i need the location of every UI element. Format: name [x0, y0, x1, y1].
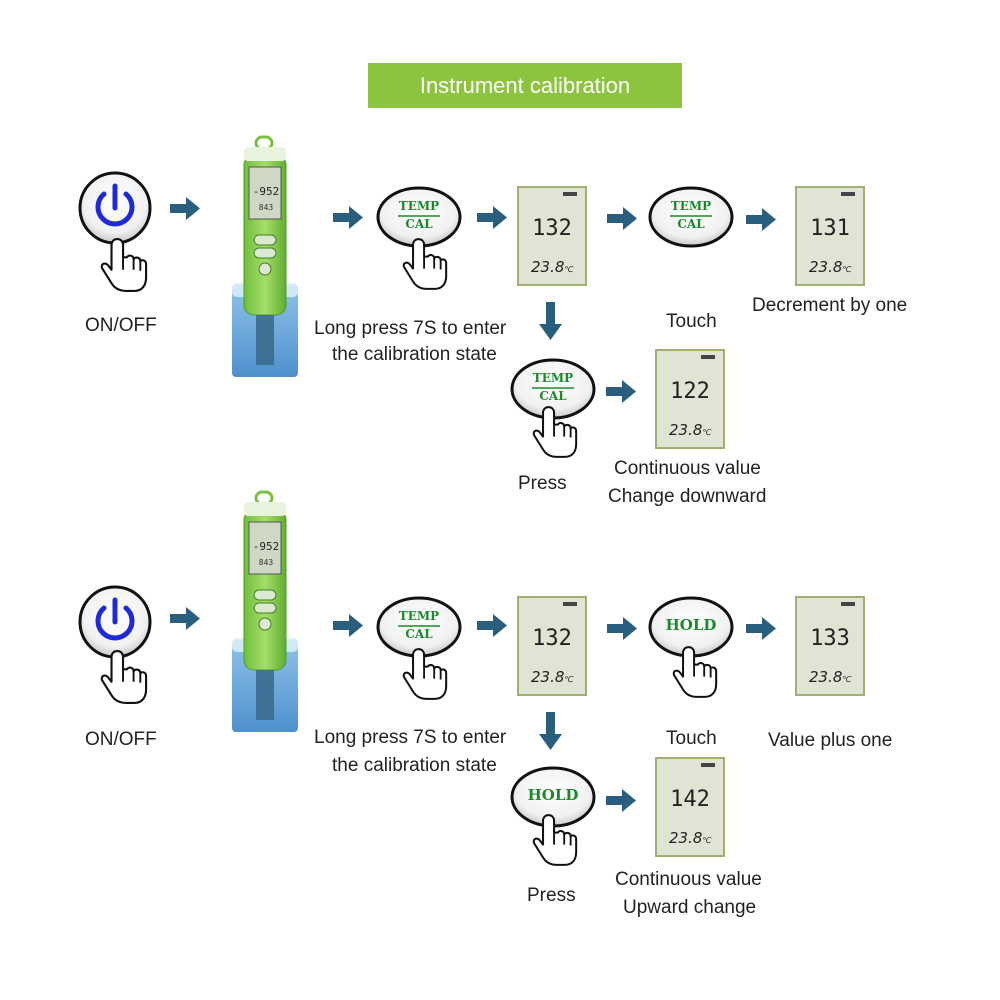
lcd-display: 132 23.8℃	[517, 186, 587, 286]
power-icon	[95, 597, 135, 641]
arrow-right-icon	[477, 206, 507, 229]
continuous-value-label: Continuous value	[614, 458, 761, 479]
arrow-right-icon	[607, 617, 637, 640]
lcd-value: 132	[532, 626, 572, 651]
pointing-hand-icon	[532, 406, 578, 458]
power-button	[77, 170, 153, 246]
arrow-right-icon	[333, 206, 363, 229]
pointing-hand-icon	[672, 646, 718, 698]
hold-label: HOLD	[527, 786, 579, 804]
on-off-label: ON/OFF	[85, 729, 157, 750]
decrement-label: Decrement by one	[752, 295, 908, 316]
pointing-hand-icon	[532, 814, 578, 866]
touch-label: Touch	[666, 311, 717, 332]
lcd-temperature: 23.8℃	[809, 668, 852, 686]
long-press-line1: Long press 7S to enter	[314, 727, 507, 748]
long-press-line2: the calibration state	[332, 344, 497, 365]
continuous-value-label: Continuous value	[615, 869, 762, 890]
power-icon	[95, 183, 135, 227]
cal-label: CAL	[539, 389, 567, 403]
lcd-value: 122	[670, 379, 710, 404]
lcd-value: 131	[810, 216, 850, 241]
cal-label: CAL	[677, 217, 705, 231]
temp-cal-button: TEMP CAL	[648, 186, 734, 248]
temp-cal-button: TEMP CAL	[376, 596, 462, 658]
arrow-right-icon	[477, 614, 507, 637]
lcd-value: 142	[670, 787, 710, 812]
temp-label: TEMP	[398, 199, 440, 213]
lcd-display: 132 23.8℃	[517, 596, 587, 696]
lcd-temperature: 23.8℃	[531, 258, 574, 276]
pen-display-main: -952	[252, 185, 280, 198]
long-press-line1: Long press 7S to enter	[314, 318, 507, 339]
pen-meter: -952 843	[228, 135, 303, 380]
pointing-hand-icon	[100, 238, 148, 292]
temp-label: TEMP	[532, 371, 574, 385]
arrow-right-icon	[333, 614, 363, 637]
pointing-hand-icon	[402, 238, 448, 290]
lcd-value: 132	[532, 216, 572, 241]
value-plus-one-label: Value plus one	[768, 730, 893, 751]
press-label: Press	[527, 885, 576, 906]
press-label: Press	[518, 473, 567, 494]
pointing-hand-icon	[402, 648, 448, 700]
upward-change-label: Upward change	[623, 897, 757, 918]
arrow-right-icon	[746, 617, 776, 640]
on-off-label: ON/OFF	[85, 315, 157, 336]
diagram-title: Instrument calibration	[368, 63, 682, 108]
lcd-display: 131 23.8℃	[795, 186, 865, 286]
arrow-right-icon	[170, 607, 200, 630]
lcd-temperature: 23.8℃	[669, 421, 712, 439]
lcd-temperature: 23.8℃	[531, 668, 574, 686]
arrow-right-icon	[746, 208, 776, 231]
lcd-display: 133 23.8℃	[795, 596, 865, 696]
pen-display-sub: 843	[258, 558, 274, 567]
hold-button: HOLD	[648, 596, 734, 658]
arrow-right-icon	[607, 207, 637, 230]
change-downward-label: Change downward	[608, 486, 767, 507]
pointing-hand-icon	[100, 650, 148, 704]
arrow-right-icon	[170, 197, 200, 220]
pen-meter: -952 843	[228, 490, 303, 735]
temp-label: TEMP	[670, 199, 712, 213]
arrow-right-icon	[606, 789, 636, 812]
temp-cal-button: TEMP CAL	[376, 186, 462, 248]
lcd-temperature: 23.8℃	[809, 258, 852, 276]
power-button	[77, 584, 153, 660]
lcd-temperature: 23.8℃	[669, 829, 712, 847]
pen-display-main: -952	[252, 540, 280, 553]
temp-label: TEMP	[398, 609, 440, 623]
temp-cal-button: TEMP CAL	[510, 358, 596, 420]
arrow-down-icon	[539, 302, 562, 340]
lcd-value: 133	[810, 626, 850, 651]
cal-label: CAL	[405, 217, 433, 231]
lcd-display: 122 23.8℃	[655, 349, 725, 449]
touch-label: Touch	[666, 728, 717, 749]
arrow-right-icon	[606, 380, 636, 403]
arrow-down-icon	[539, 712, 562, 750]
lcd-display: 142 23.8℃	[655, 757, 725, 857]
hold-button: HOLD	[510, 766, 596, 828]
pen-display-sub: 843	[258, 203, 274, 212]
long-press-line2: the calibration state	[332, 755, 497, 776]
hold-label: HOLD	[665, 616, 717, 634]
cal-label: CAL	[405, 627, 433, 641]
